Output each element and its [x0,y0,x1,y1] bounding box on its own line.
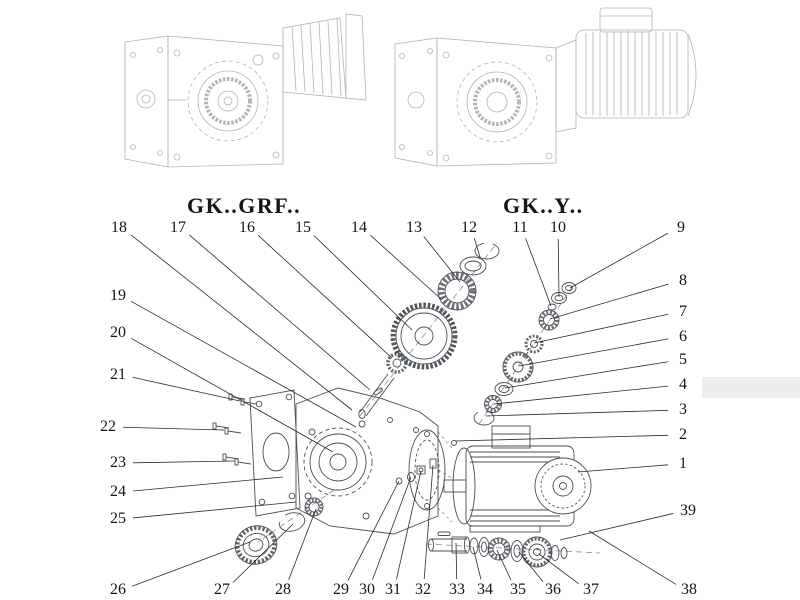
leader-line-20 [130,337,334,453]
watermark-artifact [702,377,800,398]
callout-25: 25 [108,510,128,527]
housing-assembly [212,387,457,535]
leader-line-11 [525,238,552,307]
callout-10: 10 [548,219,568,236]
gearbox-y-drawing [394,7,697,167]
leader-line-24 [132,476,284,492]
callout-28: 28 [273,581,293,598]
callout-29: 29 [331,581,351,598]
leader-line-33 [455,542,458,580]
leader-line-1 [577,464,669,473]
callout-26: 26 [108,581,128,598]
callout-11: 11 [510,219,530,236]
callout-8: 8 [677,272,689,289]
leader-line-18 [130,234,353,411]
leader-line-4 [493,385,669,405]
leader-line-28 [288,508,317,580]
leader-line-36 [518,551,544,583]
leader-line-16 [257,235,393,359]
leader-line-37 [538,553,579,585]
callout-19: 19 [108,287,128,304]
leader-line-30 [372,476,412,580]
leader-line-32 [423,464,434,580]
leader-line-15 [313,235,413,331]
leader-line-13 [423,236,461,283]
model-label-gky: GK..Y.. [503,193,584,218]
leader-line-19 [130,300,357,428]
callout-6: 6 [677,328,689,345]
callout-34: 34 [475,581,495,598]
callout-31: 31 [383,581,403,598]
leader-line-21 [132,376,241,402]
callout-15: 15 [293,219,313,236]
callout-30: 30 [357,581,377,598]
leader-line-29 [347,480,400,581]
callout-37: 37 [581,581,601,598]
callout-39: 39 [678,502,698,519]
bevel-pinion-assembly [473,282,577,426]
output-shaft-assembly [427,531,568,568]
callout-2: 2 [677,426,689,443]
output-gear-parts [234,497,324,565]
callout-27: 27 [212,581,232,598]
callout-13: 13 [404,219,424,236]
leader-line-27 [232,523,294,583]
leader-line-17 [189,234,371,391]
input-shaft-assembly [358,242,500,419]
leader-lines [122,232,677,587]
callout-16: 16 [237,219,257,236]
callout-38: 38 [679,581,699,598]
callout-12: 12 [459,219,479,236]
model-label-gkgrf: GK..GRF.. [187,193,302,218]
leader-line-25 [132,501,297,519]
callout-20: 20 [108,324,128,341]
leader-line-12 [473,238,481,258]
leader-line-9 [569,232,668,289]
leader-line-34 [472,546,482,580]
callout-14: 14 [349,219,369,236]
callout-5: 5 [677,351,689,368]
leader-line-35 [496,549,512,581]
callout-4: 4 [677,376,689,393]
callout-23: 23 [108,454,128,471]
leader-line-3 [485,409,669,417]
leader-line-26 [131,541,251,587]
leader-line-8 [549,283,669,320]
callout-17: 17 [168,219,188,236]
leader-line-38 [588,530,677,585]
leader-line-10 [557,238,560,298]
leader-line-5 [504,361,669,389]
callout-18: 18 [109,219,129,236]
leader-line-23 [132,460,236,464]
leader-line-31 [396,470,422,580]
callout-35: 35 [508,581,528,598]
callout-21: 21 [108,366,128,383]
motor [443,425,592,533]
callout-3: 3 [677,401,689,418]
leader-line-7 [533,313,669,344]
exploded-drawing [212,242,601,568]
gearbox-grf-drawing [124,13,367,168]
callout-24: 24 [108,483,128,500]
leader-line-22 [122,426,225,431]
callout-7: 7 [677,303,689,320]
leader-line-39 [559,513,674,541]
callout-36: 36 [543,581,563,598]
callout-22: 22 [98,418,118,435]
callout-1: 1 [677,455,689,472]
callout-33: 33 [447,581,467,598]
leader-line-6 [518,338,669,367]
leader-line-2 [454,434,669,442]
callout-32: 32 [413,581,433,598]
callout-9: 9 [675,219,687,236]
leader-line-14 [370,234,442,300]
